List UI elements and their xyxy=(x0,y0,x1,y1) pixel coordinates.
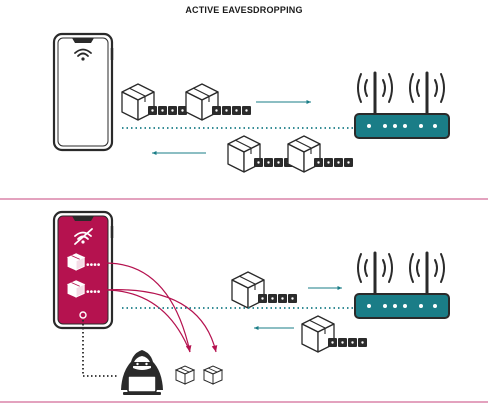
intercepted-packet-icon xyxy=(203,365,223,385)
data-packet-icon xyxy=(66,280,100,298)
interception-arrow xyxy=(103,289,191,353)
intercepted-packet-icon xyxy=(175,365,195,385)
wireless-router-icon xyxy=(353,71,451,140)
data-packet-icon xyxy=(227,135,294,173)
data-packet-icon xyxy=(287,135,354,173)
wifi-off-icon xyxy=(74,228,93,245)
diagram-title: ACTIVE EAVESDROPPING xyxy=(185,5,303,15)
wireless-router-icon xyxy=(353,251,451,320)
wifi-icon xyxy=(74,48,92,61)
interception-arrow xyxy=(103,289,218,353)
top-smartphone-icon xyxy=(52,32,114,152)
data-packet-icon xyxy=(185,83,252,121)
data-packet-icon xyxy=(301,315,368,353)
hooded-hacker-icon xyxy=(121,350,163,395)
attacker-link xyxy=(82,320,118,377)
interception-arrow xyxy=(103,262,192,353)
compromised-smartphone-icon xyxy=(52,210,114,330)
data-packet-icon xyxy=(231,271,298,309)
data-packet-icon xyxy=(121,83,188,121)
data-packet-icon xyxy=(66,253,100,271)
